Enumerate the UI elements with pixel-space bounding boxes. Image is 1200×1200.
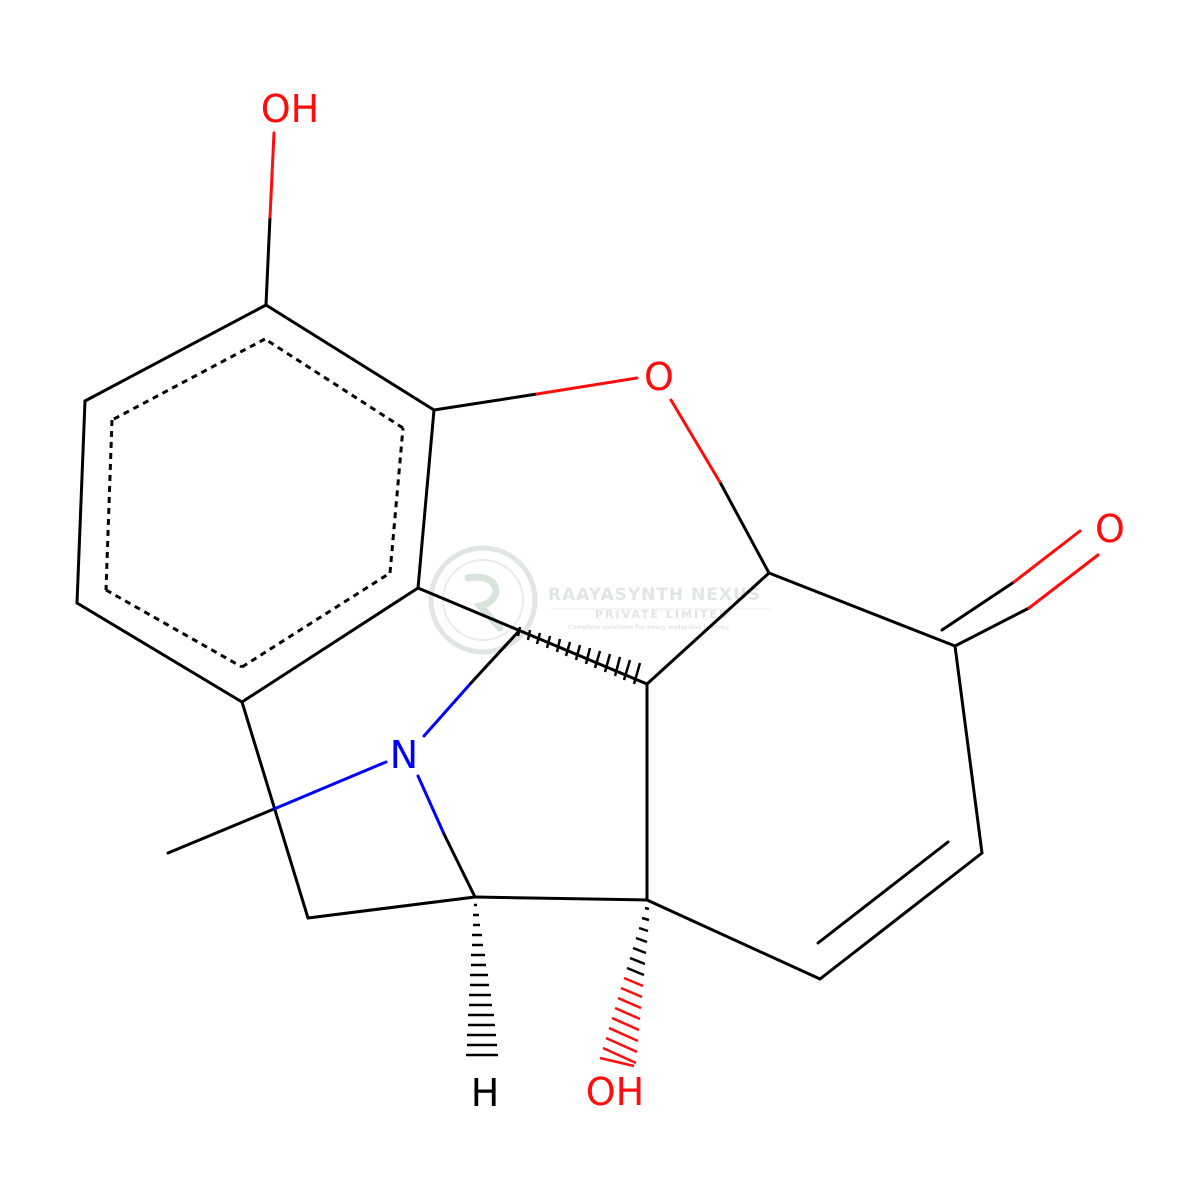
atom-label-o-ring: O [644,355,674,399]
atom-label-n: N [390,733,418,777]
bond-c1-c2 [83,303,268,403]
bond-c5-c13 [416,586,649,686]
nitrogen-bonds [272,630,520,899]
hashed-wedge-c16 [516,626,642,685]
watermark-subtitle: PRIVATE LIMITED [595,608,730,621]
atom-label-h: H [471,1071,500,1115]
atom-label-oh-top: OH [261,87,319,131]
bond-c8-c14 [645,898,822,981]
bond-c6-c1 [264,303,436,412]
aromatic-inner-bonds [104,337,405,669]
watermark-tagline: Complete solutions for every molecular j… [568,624,729,631]
ether-bridge [432,376,771,575]
bond-c7-c8 [818,851,984,981]
bond-methyl [166,807,276,855]
ketone-bond [940,529,1100,648]
bond-c4-c5 [240,586,420,704]
bond-c5-c6 [416,408,436,590]
atom-label-oh-bottom: OH [586,1070,644,1114]
watermark: RAAYASYNTH NEXUS PRIVATE LIMITED Complet… [428,545,770,655]
bond-c13-c5ring [645,571,771,686]
bond-c9-c10 [306,895,477,920]
hydroxyl-top-bond [264,131,276,307]
hashed-wedge-oh [599,906,650,1068]
core-skeleton [166,571,984,981]
atom-label-o-ketone: O [1095,507,1125,551]
bond-c2-c3 [75,399,87,605]
watermark-name: RAAYASYNTH NEXUS [548,585,761,605]
aromatic-ring [75,303,436,704]
watermark-logo-icon [428,545,538,655]
bond-c5ring-c6 [767,571,957,648]
bond-c7-c8-double [816,840,950,945]
bond-c6-c7 [953,644,984,855]
hashed-wedge-h [466,903,498,1057]
bond-c3-c4 [75,601,244,704]
bond-c14-c9 [473,895,649,902]
